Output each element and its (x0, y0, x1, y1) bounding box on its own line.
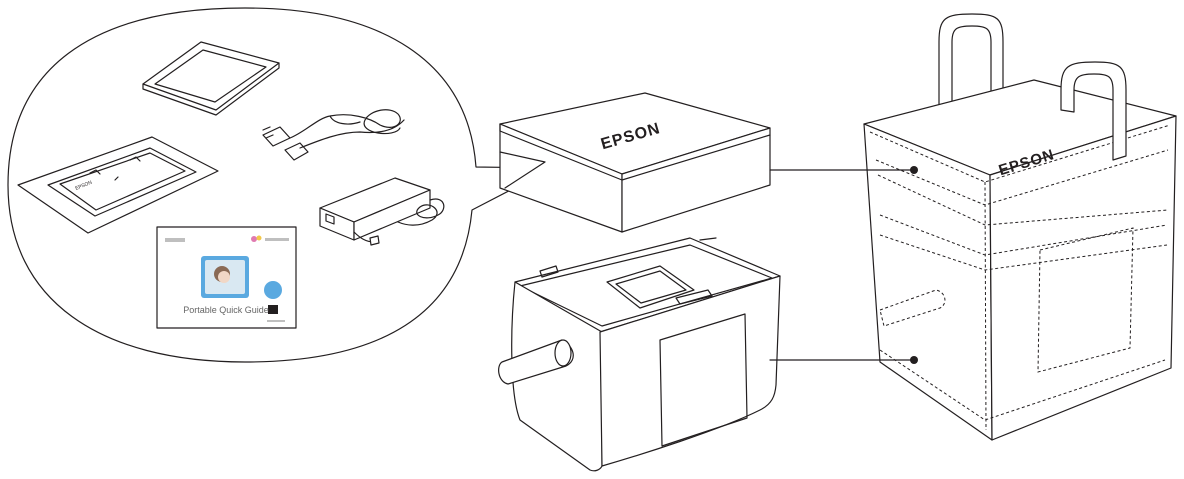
carrying-bag: EPSON (864, 14, 1176, 440)
guide-blue-dot (264, 281, 282, 299)
printer (499, 238, 780, 471)
quick-guide-booklet: Portable Quick Guide (157, 227, 296, 328)
box: EPSON (500, 93, 770, 232)
guide-title: Portable Quick Guide (183, 305, 269, 315)
